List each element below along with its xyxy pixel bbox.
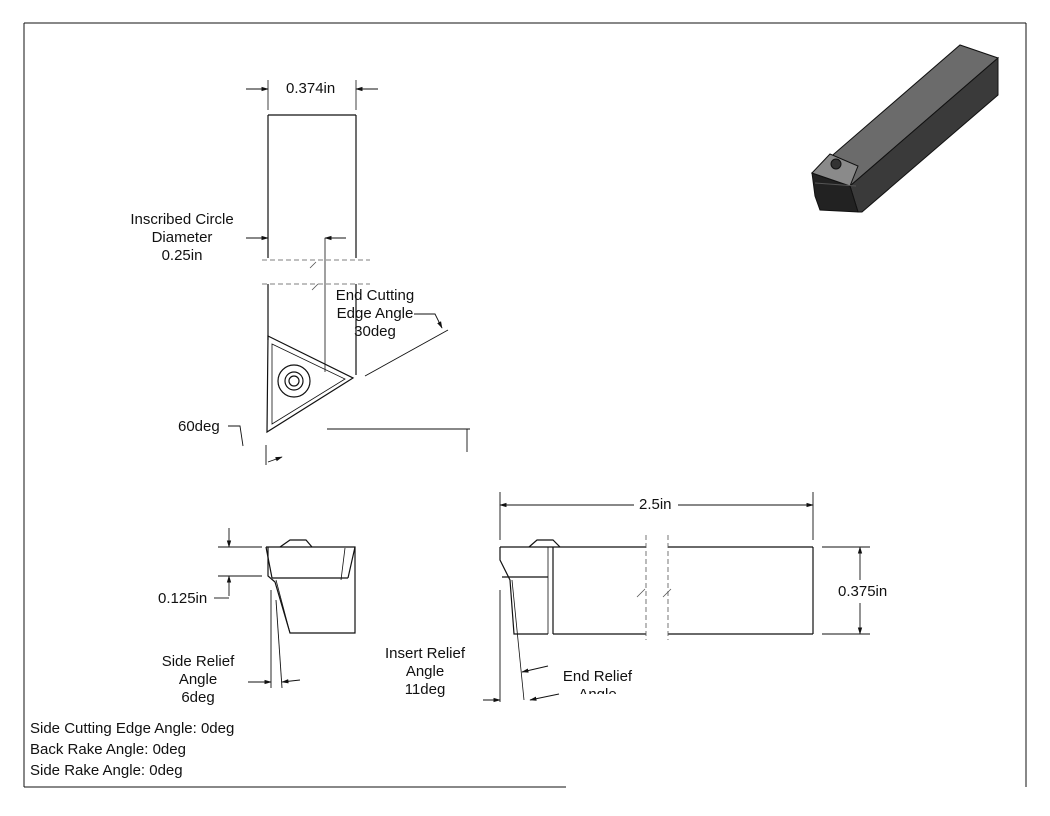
sheet-border bbox=[23, 22, 1027, 788]
height-label: 0.375in bbox=[838, 583, 888, 600]
dim-overall-length bbox=[499, 492, 814, 540]
side-relief-value: 6deg bbox=[181, 689, 215, 706]
end-cutting-edge-line1: End Cutting bbox=[335, 287, 415, 304]
insert-relief-line1: Insert Relief bbox=[384, 645, 466, 662]
insert-thickness-label: 0.125in bbox=[158, 590, 208, 607]
dim-side-relief-angle bbox=[248, 590, 301, 689]
end-relief-line1: End Relief bbox=[562, 668, 633, 685]
inscribed-circle-line2: Diameter bbox=[151, 229, 213, 246]
note-side-cutting-edge: Side Cutting Edge Angle: 0deg bbox=[30, 720, 235, 737]
tip-angle-label: 60deg bbox=[178, 418, 220, 435]
end-view bbox=[265, 539, 356, 634]
angle-notes: Side Cutting Edge Angle: 0deg Back Rake … bbox=[30, 718, 330, 781]
end-cutting-edge-line2: Edge Angle bbox=[336, 305, 414, 322]
dim-end-cutting-edge-angle bbox=[364, 313, 449, 377]
isometric-view bbox=[811, 44, 999, 213]
insert-relief-value: 11deg bbox=[404, 681, 446, 698]
top-view bbox=[262, 80, 370, 434]
note-back-rake: Back Rake Angle: 0deg bbox=[30, 741, 186, 758]
dim-insert-thickness bbox=[214, 528, 262, 599]
side-relief-line1: Side Relief bbox=[161, 653, 235, 670]
end-relief-line2: Angle bbox=[550, 686, 645, 694]
inscribed-circle-value: 0.25in bbox=[161, 247, 203, 264]
dim-top-width-label: 0.374in bbox=[286, 80, 336, 97]
note-side-rake: Side Rake Angle: 0deg bbox=[30, 762, 183, 779]
end-cutting-edge-value: 30deg bbox=[354, 323, 396, 340]
side-relief-line2: Angle bbox=[178, 671, 218, 688]
inscribed-circle-line1: Inscribed Circle bbox=[130, 211, 234, 228]
insert-relief-line2: Angle bbox=[405, 663, 445, 680]
overall-length-label: 2.5in bbox=[639, 496, 672, 513]
dim-insert-relief-angle bbox=[483, 590, 560, 703]
dim-height bbox=[822, 546, 870, 635]
dim-tip-angle bbox=[228, 425, 470, 465]
side-view bbox=[499, 535, 814, 701]
